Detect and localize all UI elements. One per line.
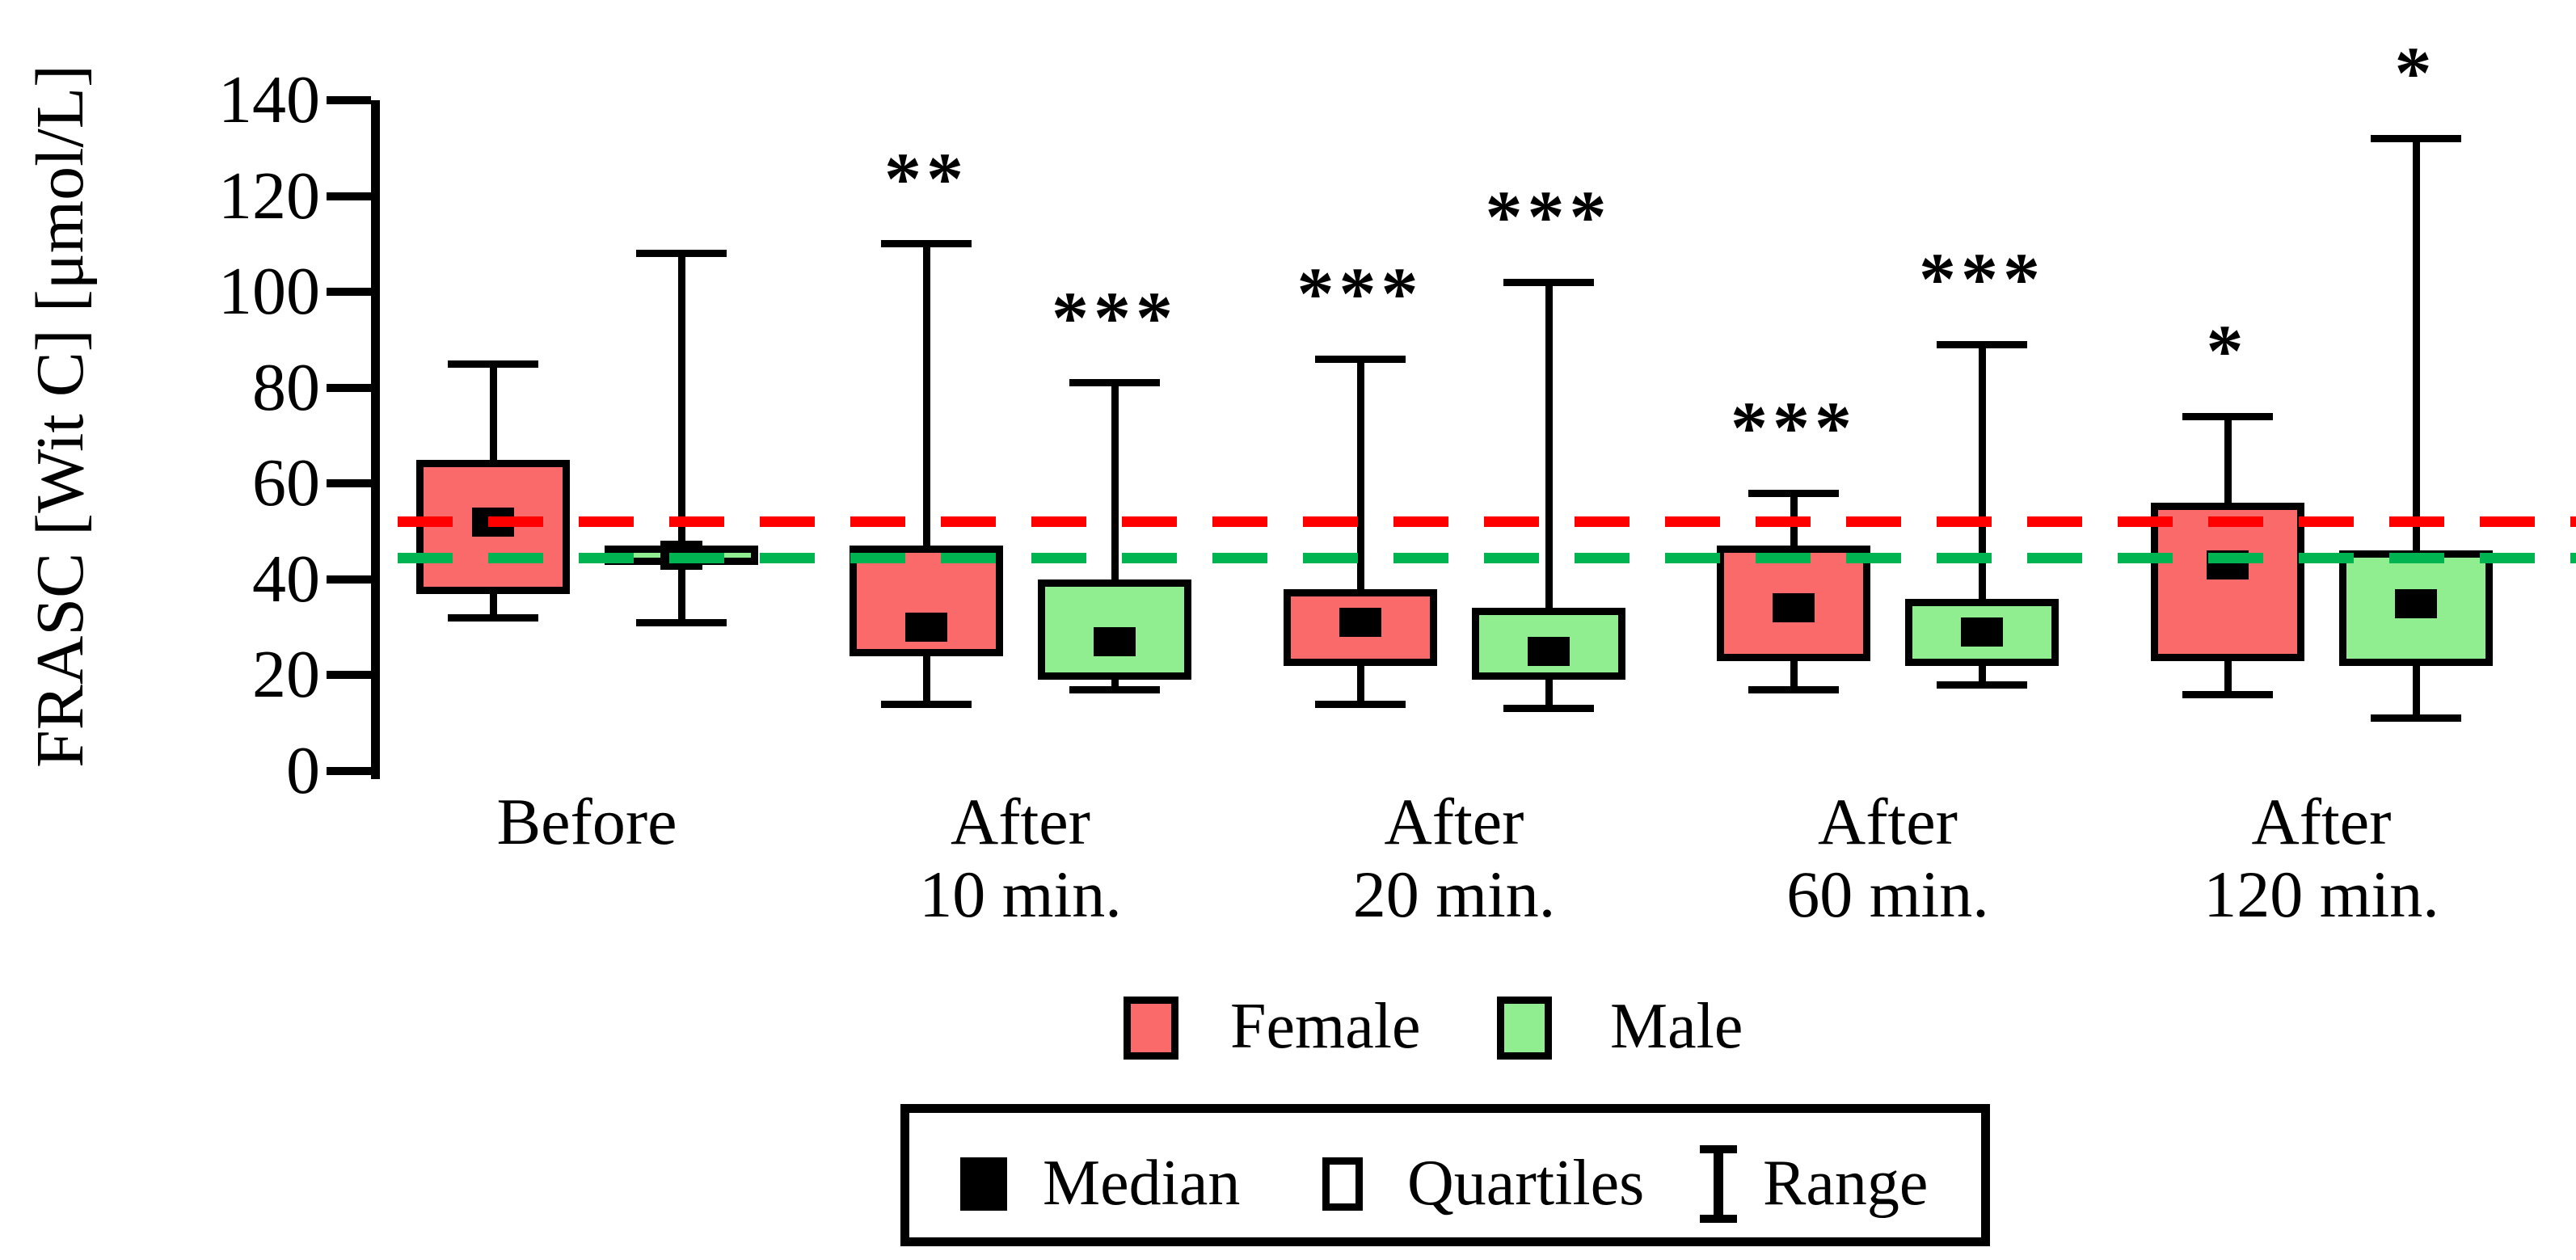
- y-tick-label-20: 20: [252, 637, 320, 713]
- y-tick-label-40: 40: [252, 541, 320, 617]
- whisker-cap-bottom-male-before: [635, 618, 727, 626]
- whisker-cap-bottom-male-after-20: [1503, 705, 1594, 713]
- median-marker-icon: [960, 1157, 1007, 1211]
- significance-male-after-120: *: [2394, 32, 2437, 115]
- x-category-label-after-60: After: [1817, 785, 1958, 858]
- y-tick-0: [327, 767, 371, 775]
- range-legend-label: Range: [1763, 1148, 1929, 1219]
- significance-male-after-10: ***: [1052, 276, 1178, 359]
- whisker-cap-top-male-after-10: [1069, 379, 1160, 387]
- x-category-label-after-10: After: [950, 785, 1090, 858]
- median-marker-male-after-120: [2394, 588, 2437, 618]
- significance-male-after-60: ***: [1919, 238, 2045, 321]
- median-marker-female-after-20: [1339, 608, 1381, 638]
- y-tick-20: [327, 671, 371, 680]
- significance-female-after-10: **: [884, 137, 968, 220]
- y-tick-80: [327, 383, 371, 392]
- whisker-cap-top-female-after-60: [1748, 489, 1839, 497]
- whisker-cap-bottom-female-before: [447, 613, 538, 622]
- whisker-line-male-after-10: [1111, 382, 1119, 690]
- whisker-cap-bottom-female-after-60: [1748, 685, 1839, 693]
- whisker-cap-bottom-male-after-120: [2370, 714, 2461, 723]
- x-category-label-after-120: After: [2251, 785, 2392, 858]
- whisker-cap-bottom-female-after-10: [881, 700, 972, 708]
- x-category-sublabel-after-20: 20 min.: [1352, 858, 1556, 931]
- whisker-cap-bottom-male-after-60: [1937, 681, 2027, 689]
- y-tick-label-0: 0: [286, 733, 320, 808]
- male-color-swatch: [1497, 997, 1552, 1060]
- y-tick-140: [327, 96, 371, 104]
- whisker-line-male-after-60: [1979, 344, 1986, 685]
- median-legend-label: Median: [1043, 1148, 1241, 1219]
- whisker-cap-top-female-before: [447, 360, 538, 368]
- whisker-cap-bottom-female-after-120: [2182, 690, 2273, 698]
- quartiles-legend-label: Quartiles: [1407, 1148, 1645, 1219]
- y-tick-label-120: 120: [218, 158, 320, 234]
- whisker-line-male-after-20: [1545, 282, 1553, 709]
- whisker-line-male-after-120: [2412, 138, 2420, 718]
- y-tick-label-80: 80: [252, 349, 320, 425]
- y-tick-120: [327, 192, 371, 200]
- female-baseline-median-line: [398, 516, 2576, 528]
- significance-male-after-20: ***: [1485, 175, 1612, 259]
- median-marker-male-after-10: [1094, 626, 1136, 656]
- y-tick-label-60: 60: [252, 445, 320, 521]
- median-marker-male-after-60: [1961, 617, 2003, 647]
- whisker-line-female-after-10: [923, 243, 930, 704]
- whisker-cap-top-female-after-20: [1314, 355, 1406, 363]
- quartile-box-female-after-120: [2150, 503, 2304, 661]
- marker-legend-box: Median Quartiles Range: [900, 1104, 1990, 1246]
- quartiles-marker-icon: [1322, 1157, 1363, 1211]
- whisker-cap-top-male-after-20: [1503, 278, 1594, 286]
- x-category-sublabel-after-10: 10 min.: [919, 858, 1122, 931]
- y-tick-label-100: 100: [218, 254, 320, 330]
- whisker-cap-bottom-male-after-10: [1069, 685, 1160, 693]
- range-marker-icon: [1700, 1145, 1737, 1223]
- y-tick-label-140: 140: [218, 62, 320, 137]
- whisker-line-male-before: [677, 253, 685, 623]
- whisker-cap-top-female-after-10: [881, 240, 972, 248]
- y-tick-40: [327, 575, 371, 584]
- female-color-swatch: [1124, 997, 1178, 1060]
- whisker-line-female-after-20: [1356, 359, 1364, 704]
- significance-female-after-120: *: [2206, 310, 2249, 393]
- x-category-label-before: Before: [496, 785, 677, 858]
- x-category-label-after-20: After: [1384, 785, 1524, 858]
- median-marker-female-after-60: [1773, 593, 1815, 623]
- whisker-cap-top-female-after-120: [2182, 412, 2273, 420]
- y-tick-60: [327, 479, 371, 488]
- male-legend-label: Male: [1610, 991, 1743, 1062]
- whisker-cap-top-male-after-120: [2370, 134, 2461, 142]
- whisker-cap-top-male-before: [635, 250, 727, 258]
- x-category-sublabel-after-120: 120 min.: [2203, 858, 2439, 931]
- significance-female-after-60: ***: [1731, 386, 1857, 470]
- whisker-cap-bottom-female-after-20: [1314, 700, 1406, 708]
- male-baseline-median-line: [398, 552, 2576, 563]
- median-marker-male-after-20: [1527, 636, 1570, 666]
- x-category-sublabel-after-60: 60 min.: [1786, 858, 1989, 931]
- female-legend-label: Female: [1230, 991, 1421, 1062]
- quartile-box-female-after-20: [1283, 588, 1437, 666]
- median-marker-female-after-10: [905, 613, 947, 643]
- y-axis-line: [371, 100, 380, 779]
- significance-female-after-20: ***: [1296, 252, 1423, 335]
- whisker-cap-top-male-after-60: [1937, 340, 2027, 348]
- y-tick-100: [327, 288, 371, 297]
